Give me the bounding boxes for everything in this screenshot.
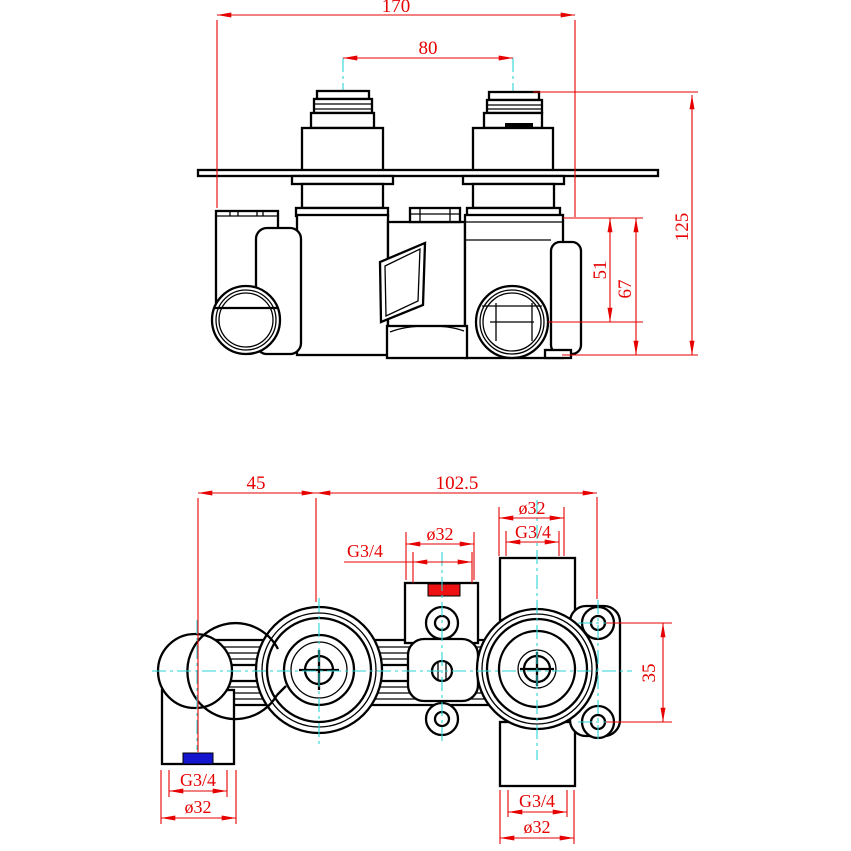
- dim-cartridge-spacing-label: 80: [419, 38, 438, 59]
- wall-plate: [196, 168, 660, 178]
- dim-depth-to-port-label: 51: [590, 261, 611, 280]
- right-valve-assembly: [475, 556, 622, 788]
- cold-marker: [182, 752, 214, 765]
- hot-marker: [427, 583, 461, 597]
- left-port-front: [210, 284, 282, 356]
- top-outlet-thread-label: G3/4: [515, 522, 551, 542]
- dim-depth-to-base-label: 67: [615, 280, 636, 299]
- seal-band: [505, 123, 533, 129]
- front-view: 170 80 125 51 67: [196, 0, 698, 360]
- dim-body-length-label: 102.5: [436, 473, 479, 494]
- center-port-front: [408, 206, 462, 224]
- dim-screw-spacing-label: 35: [639, 664, 660, 683]
- bottom-outlet-port: [498, 720, 577, 788]
- top-outlet-diameter-label: ø32: [519, 498, 546, 518]
- dim-cold-offset-label: 45: [247, 473, 266, 494]
- cold-inlet-thread-label: G3/4: [180, 770, 216, 790]
- bottom-outlet-diameter-label: ø32: [524, 817, 551, 837]
- dim-overall-height-label: 125: [672, 213, 693, 242]
- front-dimensions: 170 80 125 51 67: [216, 0, 698, 356]
- cold-inlet-diameter-label: ø32: [185, 797, 212, 817]
- plan-dimensions: 45 102.5 ø32 G3/4 ø32 G3/4: [160, 473, 672, 844]
- plan-view: 45 102.5 ø32 G3/4 ø32 G3/4: [152, 473, 672, 844]
- right-port-front: [474, 284, 550, 360]
- hot-inlet-diameter-label: ø32: [427, 524, 454, 544]
- valve-front-geometry: [196, 89, 660, 360]
- bottom-outlet-thread-label: G3/4: [519, 791, 555, 811]
- dim-overall-width-label: 170: [382, 0, 411, 17]
- hot-inlet-thread-label: G3/4: [347, 541, 383, 561]
